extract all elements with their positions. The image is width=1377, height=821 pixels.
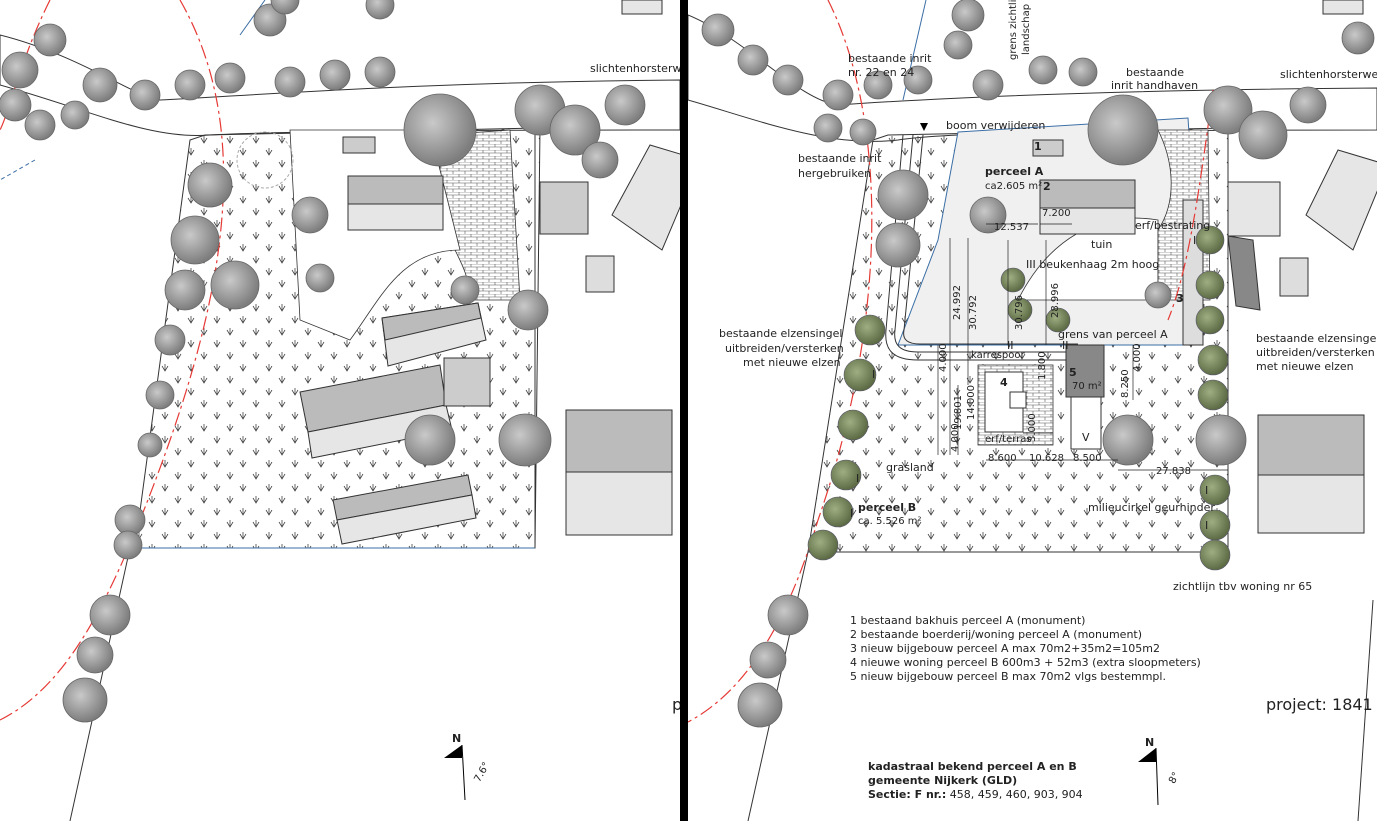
panel-divider	[680, 0, 688, 821]
label-hergebruiken: hergebruiken	[798, 167, 871, 180]
cadastral-line-2: gemeente Nijkerk (GLD)	[868, 774, 1017, 787]
legend-item-5: 5 nieuw bijgebouw perceel B max 70m2 vlg…	[850, 670, 1166, 683]
hedge-mark-ii-2: II	[1062, 339, 1069, 352]
dim-12537: 12.537	[994, 222, 1029, 233]
dim-30792: 30.792	[968, 295, 979, 330]
dim-10628: 10.628	[1029, 453, 1064, 464]
north-angle-left: 7.6°	[472, 761, 492, 785]
label-erf-terras: erf/terras	[985, 434, 1032, 445]
north-label-left: N	[452, 732, 461, 745]
label-elzensingel-left-1: bestaande elzensingel	[719, 327, 842, 340]
hedge-mark-i-3: I	[850, 507, 853, 520]
hedge-mark-i-6: I	[1205, 519, 1208, 532]
label-grens-zichtlijn: grens zichtlijn	[1008, 0, 1019, 60]
trees-right	[701, 0, 1375, 728]
hedge-mark-i-4: I	[1193, 234, 1196, 247]
hedge-mark-i-1: I	[872, 368, 875, 381]
dim-4000-c: 4.000	[950, 423, 961, 452]
label-elzensingel-right-1: bestaande elzensingel	[1256, 332, 1377, 345]
label-beukenhaag: III beukenhaag 2m hoog	[1026, 258, 1159, 271]
building-number-2: 2	[1043, 180, 1051, 193]
dim-7200: 7.200	[1042, 208, 1071, 219]
right-site-plan: slichtenhorsterweg	[688, 0, 1377, 821]
cadastral-section-numbers: 458, 459, 460, 903, 904	[946, 788, 1082, 801]
label-grens-perceel-a: grens van perceel A	[1058, 328, 1168, 341]
label-karrespoor: karrespoor	[971, 350, 1026, 361]
dim-3000: 3.000	[1027, 413, 1038, 442]
dim-14000: 14.000	[966, 385, 977, 420]
label-perceel-a-area: ca2.605 m²	[985, 181, 1042, 192]
dim-4000-b: 4.000	[1132, 343, 1143, 372]
north-label-right: N	[1145, 736, 1154, 749]
label-bestaande-inrit-22-24-nr: nr. 22 en 24	[848, 66, 914, 79]
dim-30796: 30.796	[1014, 295, 1025, 330]
cadastral-line-1: kadastraal bekend perceel A en B	[868, 760, 1077, 773]
north-arrow-left: N 7.6°	[444, 732, 492, 801]
hedge-mark-ii-1: II	[1007, 339, 1014, 352]
building-number-5: 5	[1069, 366, 1077, 379]
left-site-plan: slichtenhorsterweg	[0, 0, 680, 821]
dim-28996: 28.996	[1050, 283, 1061, 318]
label-grens-zichtlijn-landschap: landschap	[1021, 4, 1032, 55]
buildings-right	[984, 0, 1377, 534]
hedge-mark-i-5: I	[1205, 484, 1208, 497]
building-numbers: 1 2 3 4 5	[1000, 140, 1184, 389]
buildings-left	[299, 0, 680, 545]
alder-trees	[807, 225, 1231, 571]
label-area-70: 70 m²	[1072, 381, 1102, 392]
label-elzensingel-left-3: met nieuwe elzen	[743, 356, 841, 369]
dim-19801: 19.801	[953, 395, 964, 430]
label-zichtlijn-woning: zichtlijn tbv woning nr 65	[1173, 580, 1312, 593]
label-bestaande-inrit-22-24: bestaande inrit	[848, 52, 932, 65]
project-label: project: 1841	[1266, 695, 1373, 714]
building-number-3: 3	[1176, 292, 1184, 305]
dimension-labels: 12.537 7.200 24.992 30.792 30.796 28.996…	[938, 208, 1191, 477]
building-number-1: 1	[1034, 140, 1042, 153]
annotation-labels: bestaande inrit nr. 22 en 24 grens zicht…	[719, 0, 1377, 593]
building-number-4: 4	[1000, 376, 1008, 389]
cadastral-line-3: Sectie: F nr.: 458, 459, 460, 903, 904	[868, 788, 1083, 801]
label-boom-verwijderen: boom verwijderen	[946, 119, 1045, 132]
dim-8250: 8.250	[1120, 369, 1131, 398]
label-grasland: grasland	[886, 461, 934, 474]
dim-24992: 24.992	[952, 285, 963, 320]
dim-4000-a: 4.000	[938, 343, 949, 372]
label-milieucirkel: milieucirkel geurhinder	[1088, 501, 1215, 514]
trees-left	[0, 0, 646, 723]
label-elzensingel-left-2: uitbreiden/versterken	[725, 342, 844, 355]
legend-item-3: 3 nieuw bijgebouw perceel A max 70m2+35m…	[850, 642, 1160, 655]
label-bestaande-inrit-hergebruiken: bestaande inrit	[798, 152, 882, 165]
right-site-plan-panel: slichtenhorsterweg	[688, 0, 1377, 821]
road-label-left: slichtenhorsterweg	[590, 62, 680, 75]
dim-8600: 8.600	[988, 453, 1017, 464]
dim-1800: 1.800	[1037, 351, 1048, 380]
north-angle-right: 8°	[1167, 770, 1182, 785]
dim-8500: 8.500	[1073, 453, 1102, 464]
left-site-plan-panel: slichtenhorsterweg	[0, 0, 680, 821]
label-perceel-b: perceel B	[858, 501, 916, 514]
hedge-mark-i-2: I	[856, 472, 859, 485]
legend-item-4: 4 nieuwe woning perceel B 600m3 + 52m3 (…	[850, 656, 1201, 669]
label-perceel-b-area: ca. 5.526 m²	[858, 516, 922, 527]
label-erf-bestrating: erf/bestrating	[1135, 219, 1210, 232]
label-perceel-a: perceel A	[985, 165, 1044, 178]
cadastral-info: kadastraal bekend perceel A en B gemeent…	[868, 760, 1083, 801]
label-v-mark: V	[1082, 431, 1090, 444]
north-arrow-right: N 8°	[1138, 736, 1182, 806]
dim-27838: 27.838	[1156, 466, 1191, 477]
project-label-fragment-left: p	[672, 695, 680, 714]
label-elzensingel-right-2: uitbreiden/versterken	[1256, 346, 1375, 359]
legend: 1 bestaand bakhuis perceel A (monument) …	[850, 614, 1201, 683]
legend-item-2: 2 bestaande boerderij/woning perceel A (…	[850, 628, 1142, 641]
road-label-right: slichtenhorsterweg	[1280, 68, 1377, 81]
label-bestaande-inrit-handhaven: bestaande	[1126, 66, 1184, 79]
legend-item-1: 1 bestaand bakhuis perceel A (monument)	[850, 614, 1085, 627]
cadastral-section-label: Sectie: F nr.:	[868, 788, 946, 801]
label-elzensingel-right-3: met nieuwe elzen	[1256, 360, 1354, 373]
label-inrit-handhaven: inrit handhaven	[1111, 79, 1198, 92]
dimension-lines	[937, 223, 1228, 471]
label-tuin: tuin	[1091, 238, 1112, 251]
